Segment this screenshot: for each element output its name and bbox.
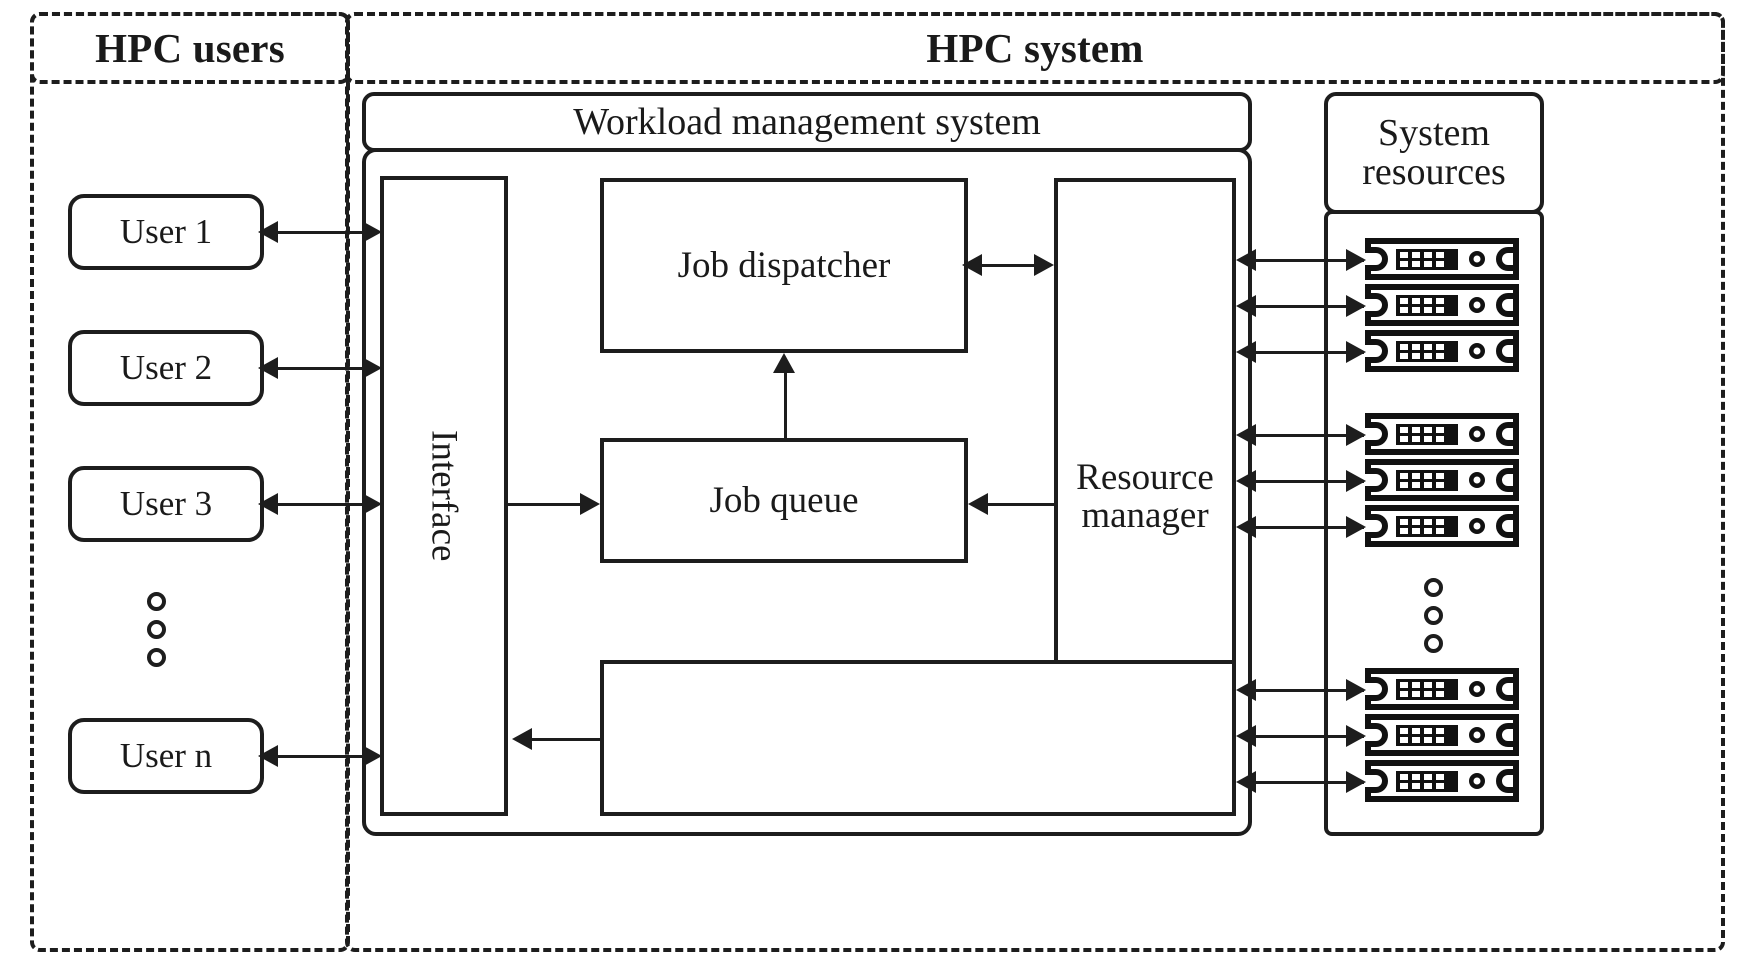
ellipsis-dot — [147, 620, 166, 639]
server-node-icon — [1362, 760, 1522, 802]
arrowhead-right — [1346, 470, 1366, 492]
workload-management-system-label: Workload management system — [573, 100, 1041, 143]
system-resources-label-line1: System — [1378, 112, 1490, 155]
connector-user2-interface — [278, 367, 376, 370]
ellipsis-dot — [147, 648, 166, 667]
connector-bottombox-interface — [532, 738, 600, 741]
user-box-n[interactable]: User n — [68, 718, 264, 794]
connector-jobdispatcher-resourcemanager — [982, 264, 1038, 267]
server-node-icon — [1362, 459, 1522, 501]
workload-management-system-label-box: Workload management system — [362, 92, 1252, 152]
server-node-icon — [1362, 505, 1522, 547]
connector-rm-node-3 — [1256, 351, 1364, 354]
interface-label: Interface — [423, 430, 465, 562]
system-resources-label-line2: resources — [1362, 151, 1506, 193]
bottom-module-box[interactable] — [600, 660, 1236, 816]
connector-rm-node-1 — [1256, 259, 1364, 262]
arrowhead-left — [1236, 679, 1256, 701]
arrowhead-right — [1346, 516, 1366, 538]
arrowhead-right — [1346, 341, 1366, 363]
user-ellipsis-dots — [147, 592, 166, 667]
user-box-3[interactable]: User 3 — [68, 466, 264, 542]
connector-rm-node-9 — [1256, 781, 1364, 784]
resource-manager-label-line2: manager — [1081, 495, 1209, 536]
arrowhead-left — [968, 493, 988, 515]
arrowhead-left — [258, 357, 278, 379]
hpc-users-title: HPC users — [95, 25, 285, 71]
arrowhead-right — [362, 745, 382, 767]
connector-rm-node-5 — [1256, 480, 1364, 483]
server-node-icon — [1362, 413, 1522, 455]
user-label-n: User n — [119, 736, 213, 776]
hpc-users-header: HPC users — [30, 12, 350, 84]
arrowhead-left — [1236, 470, 1256, 492]
arrowhead-left — [1236, 516, 1256, 538]
arrowhead-left — [512, 728, 532, 750]
arrowhead-left — [258, 493, 278, 515]
arrowhead-right — [1034, 254, 1054, 276]
connector-usern-interface — [278, 755, 376, 758]
connector-rm-node-4 — [1256, 434, 1364, 437]
job-dispatcher-box[interactable]: Job dispatcher — [600, 178, 968, 353]
hpc-system-header: HPC system — [345, 12, 1725, 84]
connector-user1-interface — [278, 231, 376, 234]
arrowhead-left — [1236, 341, 1256, 363]
job-queue-box[interactable]: Job queue — [600, 438, 968, 563]
ellipsis-dot — [1424, 606, 1443, 625]
connector-rm-node-7 — [1256, 689, 1364, 692]
ellipsis-dot — [1424, 578, 1443, 597]
connector-interface-jobqueue — [508, 503, 584, 506]
arrowhead-right — [362, 221, 382, 243]
hpc-system-title: HPC system — [926, 25, 1144, 71]
user-box-2[interactable]: User 2 — [68, 330, 264, 406]
job-queue-label: Job queue — [709, 479, 859, 521]
arrowhead-left — [1236, 295, 1256, 317]
arrowhead-right — [1346, 725, 1366, 747]
connector-rm-node-6 — [1256, 526, 1364, 529]
job-dispatcher-label: Job dispatcher — [677, 244, 891, 286]
arrowhead-left — [258, 221, 278, 243]
arrowhead-right — [1346, 424, 1366, 446]
user-label-2: User 2 — [119, 348, 213, 388]
arrowhead-right — [362, 493, 382, 515]
arrowhead-right — [1346, 249, 1366, 271]
interface-box[interactable]: Interface — [380, 176, 508, 816]
arrowhead-right — [1346, 771, 1366, 793]
connector-user3-interface — [278, 503, 376, 506]
resource-manager-label-line1: Resource — [1076, 457, 1214, 499]
arrowhead-left — [962, 254, 982, 276]
arrowhead-right — [580, 493, 600, 515]
arrowhead-left — [1236, 249, 1256, 271]
ellipsis-dot — [147, 592, 166, 611]
arrowhead-left — [258, 745, 278, 767]
arrowhead-right — [1346, 295, 1366, 317]
resource-ellipsis-dots — [1424, 578, 1443, 653]
arrowhead-right — [1346, 679, 1366, 701]
ellipsis-dot — [1424, 634, 1443, 653]
arrowhead-right — [362, 357, 382, 379]
arrowhead-left — [1236, 771, 1256, 793]
server-node-icon — [1362, 238, 1522, 280]
connector-rm-node-2 — [1256, 305, 1364, 308]
arrowhead-left — [1236, 424, 1256, 446]
connector-rm-node-8 — [1256, 735, 1364, 738]
server-node-icon — [1362, 714, 1522, 756]
server-node-icon — [1362, 330, 1522, 372]
system-resources-label-box: System resources — [1324, 92, 1544, 214]
server-node-icon — [1362, 668, 1522, 710]
user-label-1: User 1 — [119, 212, 213, 252]
user-label-3: User 3 — [119, 484, 213, 524]
user-box-1[interactable]: User 1 — [68, 194, 264, 270]
server-node-icon — [1362, 284, 1522, 326]
arrowhead-up — [773, 353, 795, 373]
connector-resourcemanager-jobqueue — [988, 503, 1054, 506]
arrowhead-left — [1236, 725, 1256, 747]
connector-jobqueue-jobdispatcher — [784, 372, 787, 438]
